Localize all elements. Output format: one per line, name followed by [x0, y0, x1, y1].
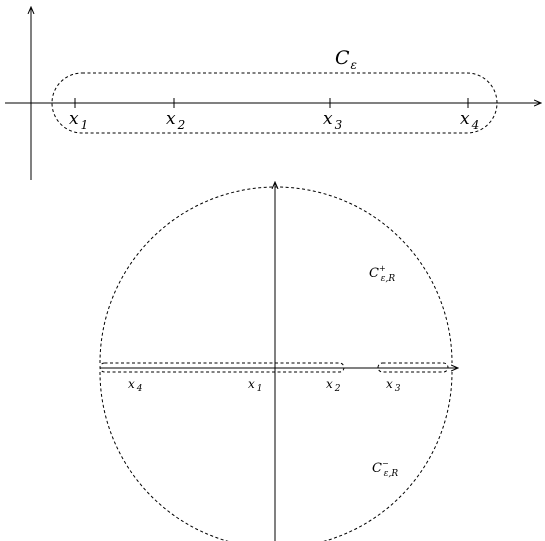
bottom-upper-semicircle-contour	[99, 186, 453, 364]
bottom-slit-contour-left	[99, 362, 345, 373]
bottom-upper-contour-label: C+ε,R	[369, 264, 395, 284]
bottom-lower-contour-label: C−ε,R	[372, 459, 398, 479]
top-contour-label: Cε	[335, 47, 357, 72]
top-contour-c-epsilon	[51, 72, 498, 134]
bottom-lower-semicircle-contour	[99, 371, 453, 541]
bottom-slit-contour-right	[377, 362, 449, 373]
